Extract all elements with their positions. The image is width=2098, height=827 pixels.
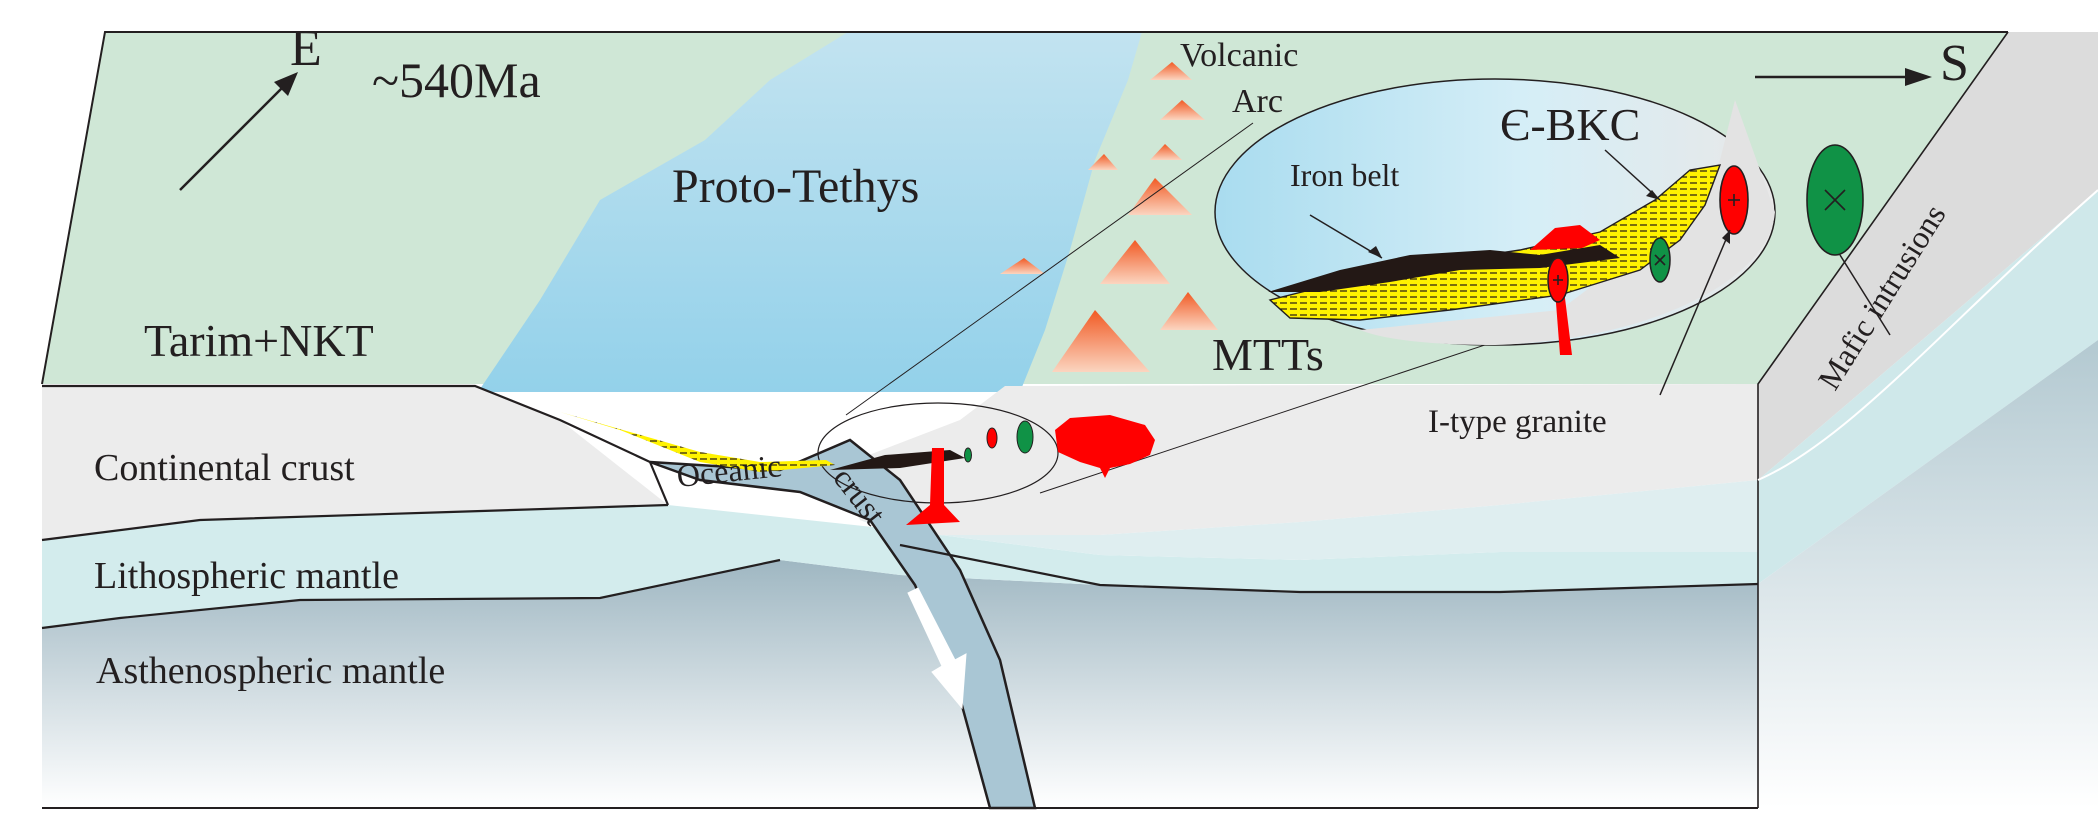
proto-tethys-label: Proto-Tethys [672, 160, 919, 213]
i-type-granite-label: I-type granite [1428, 404, 1607, 440]
side-face-asth [1758, 340, 2098, 808]
volcano-3 [1150, 62, 1192, 80]
zoom-grey-area [1360, 100, 1775, 345]
cross-mark-2b [1824, 189, 1846, 211]
bkc-arrowhead [1646, 190, 1660, 200]
crust-top-line [42, 384, 651, 463]
asthenospheric-mantle-label: Asthenospheric mantle [96, 650, 445, 692]
slab-edge [648, 461, 670, 506]
east-label: E [290, 20, 322, 77]
magma-body [1055, 415, 1155, 478]
volcano-1 [1000, 258, 1045, 274]
asthenospheric-mantle-layer [42, 560, 1758, 808]
proto-tethys-ocean [478, 32, 1142, 392]
lab-left [41, 558, 781, 630]
magma-conduit [906, 448, 960, 525]
south-label: S [1940, 35, 1969, 92]
volcano-9 [1052, 310, 1150, 372]
arc-label: Arc [1232, 83, 1283, 120]
volcano-5 [1150, 144, 1182, 160]
subduction-arrow [907, 587, 967, 710]
zoom-volcano [1530, 225, 1600, 250]
small-green-dot [964, 447, 972, 463]
iron-belt-label: Iron belt [1290, 157, 1399, 193]
age-label: ~540Ma [372, 52, 541, 108]
volcano-6 [1128, 178, 1192, 215]
side-face-litho [1758, 190, 2098, 584]
small-red-granite [986, 427, 998, 449]
volcanic-label: Volcanic [1180, 37, 1298, 74]
zoom-iron-belt [1268, 245, 1620, 292]
mtts-label: MTTs [1212, 329, 1324, 380]
volcano-8 [1160, 292, 1218, 330]
tarim-nkt-label: Tarim+NKT [144, 315, 374, 366]
small-sediment-wedge [560, 412, 835, 472]
east-arrow-shaft [179, 79, 291, 191]
lithospheric-mantle-layer [42, 505, 1758, 628]
granite-arrowhead [1722, 230, 1730, 244]
iron-belt-arrowhead [1368, 246, 1382, 258]
lab-right [899, 543, 1759, 594]
volcano-2 [1088, 154, 1118, 170]
volcano-4 [1160, 100, 1205, 120]
upper-plate-mantle [860, 480, 1758, 560]
moho-left [41, 503, 669, 542]
side-face-crust [1758, 32, 2098, 480]
cross-mark-1b [1654, 254, 1666, 266]
south-arrowhead [1905, 68, 1932, 86]
granite-leader [1659, 229, 1731, 396]
continental-crust-left [42, 386, 668, 540]
continental-crust-label: Continental crust [94, 447, 355, 489]
small-iron-belt [830, 450, 965, 470]
small-green-intrusion [1016, 420, 1034, 454]
frame-top-back [41, 31, 2008, 385]
volcano-group [1000, 62, 1218, 372]
zoom-granite-stem [1555, 290, 1572, 355]
volcano-7 [1100, 240, 1170, 284]
mafic-leader [1839, 254, 1891, 336]
east-arrowhead [274, 72, 298, 96]
continental-crust-right [830, 384, 1758, 535]
lithospheric-mantle-label: Lithospheric mantle [94, 555, 399, 597]
bkc-label: Є-BKC [1500, 99, 1640, 150]
